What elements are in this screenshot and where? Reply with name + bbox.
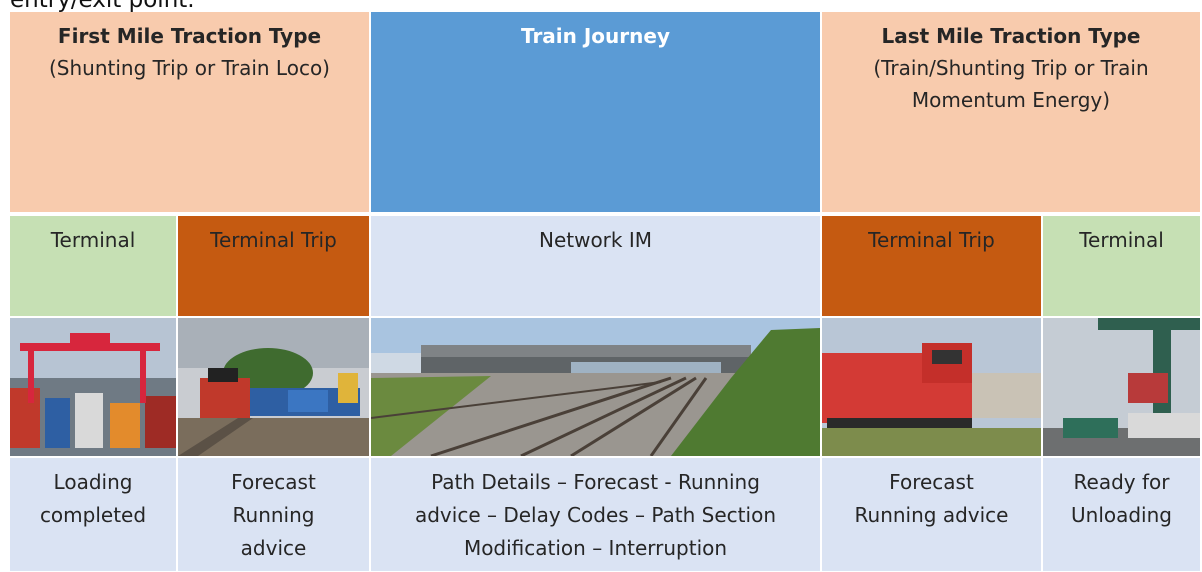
- description-forecast-running-advice-last: Forecast Running advice: [822, 458, 1041, 571]
- description-line: Path Details – Forecast - Running: [431, 470, 760, 494]
- description-line: Running: [232, 503, 315, 527]
- description-loading-completed: Loading completed: [10, 458, 176, 571]
- last-mile-title: Last Mile Traction Type: [881, 24, 1141, 48]
- description-line: Running advice: [854, 503, 1009, 527]
- description-line: Modification – Interruption: [463, 536, 728, 560]
- segment-label-terminal-trip-first: Terminal Trip: [178, 216, 369, 316]
- first-mile-subtitle: (Shunting Trip or Train Loco): [49, 56, 330, 80]
- first-mile-header: First Mile Traction Type (Shunting Trip …: [10, 12, 369, 212]
- segment-label-text: Network IM: [538, 228, 653, 252]
- shunting-locomotive-photo: [178, 318, 369, 456]
- segment-label-terminal-last: Terminal: [1043, 216, 1200, 316]
- diesel-locomotive-photo: [822, 318, 1041, 456]
- description-line: Unloading: [1071, 503, 1172, 527]
- segment-label-text: Terminal: [50, 228, 136, 252]
- description-line: completed: [39, 503, 147, 527]
- description-line: Ready for: [1073, 470, 1170, 494]
- container-terminal-photo: [10, 318, 176, 456]
- description-line: advice: [240, 536, 307, 560]
- segment-label-text: Terminal Trip: [868, 228, 995, 252]
- container-unloading-photo: [1043, 318, 1200, 456]
- segment-label-terminal-first: Terminal: [10, 216, 176, 316]
- description-ready-for-unloading: Ready for Unloading: [1043, 458, 1200, 571]
- description-line: Loading: [53, 470, 133, 494]
- segment-label-text: Terminal: [1079, 228, 1164, 252]
- railway-tracks-photo: [371, 318, 820, 456]
- last-mile-header: Last Mile Traction Type (Train/Shunting …: [822, 12, 1200, 212]
- first-mile-title: First Mile Traction Type: [57, 24, 322, 48]
- description-network-im: Path Details – Forecast - Running advice…: [371, 458, 820, 571]
- train-journey-title: Train Journey: [521, 24, 670, 48]
- caption: entry/exit point.: [10, 0, 195, 13]
- segment-label-text: Terminal Trip: [210, 228, 337, 252]
- description-line: Forecast: [231, 470, 316, 494]
- train-journey-header: Train Journey: [371, 12, 820, 212]
- segment-label-network-im: Network IM: [371, 216, 820, 316]
- segment-label-terminal-trip-last: Terminal Trip: [822, 216, 1041, 316]
- description-line: Forecast: [889, 470, 974, 494]
- description-forecast-running-advice-first: Forecast Running advice: [178, 458, 369, 571]
- last-mile-subtitle-line-2: Momentum Energy): [911, 88, 1111, 112]
- description-line: advice – Delay Codes – Path Section: [414, 503, 776, 527]
- last-mile-subtitle-line-1: (Train/Shunting Trip or Train: [873, 56, 1149, 80]
